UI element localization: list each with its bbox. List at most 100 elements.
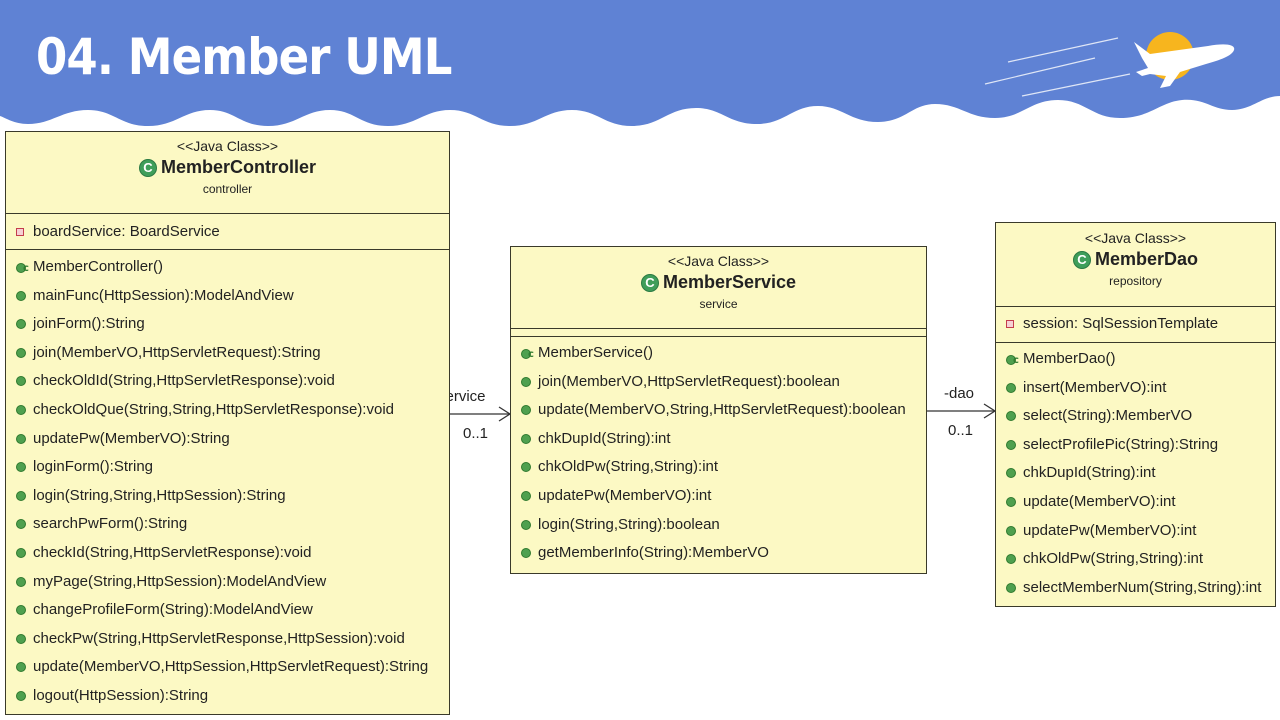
method-row: checkOldQue(String,String,HttpServletRes…	[6, 396, 449, 425]
class-name: MemberService	[662, 272, 797, 292]
method-row: loginForm():String	[6, 453, 449, 482]
method-dot-icon	[16, 576, 26, 587]
method-row: login(String,String,HttpSession):String	[6, 482, 449, 511]
class-name: MemberController	[160, 157, 317, 177]
method-dot-icon	[521, 490, 531, 501]
method-row: selectMemberNum(String,String):int	[996, 574, 1275, 603]
attribute-compartment: boardService: BoardService	[6, 214, 449, 250]
method-row: mainFunc(HttpSession):ModelAndView	[6, 282, 449, 311]
stereotype-label: <<Java Class>>	[176, 138, 279, 154]
class-box-membercontroller[interactable]: <<Java Class>> C MemberController contro…	[5, 131, 450, 715]
method-row: update(MemberVO,HttpSession,HttpServletR…	[6, 653, 449, 682]
method-dot-icon	[16, 462, 26, 473]
method-row: updatePw(MemberVO):String	[6, 425, 449, 454]
airplane-icon	[984, 32, 1235, 97]
attribute-compartment	[511, 329, 926, 337]
method-dot-icon	[1006, 582, 1016, 593]
method-dot-icon	[1006, 496, 1016, 507]
method-dot-icon	[16, 662, 26, 673]
method-row: selectProfilePic(String):String	[996, 431, 1275, 460]
method-dot-icon	[1006, 554, 1016, 565]
stereotype-label: <<Java Class>>	[667, 253, 770, 269]
constructor-icon: c	[1006, 353, 1019, 366]
method-dot-icon	[16, 347, 26, 358]
constructor-icon: c	[16, 261, 29, 274]
method-row: updatePw(MemberVO):int	[511, 482, 926, 511]
method-dot-icon	[16, 547, 26, 558]
method-row: searchPwForm():String	[6, 510, 449, 539]
class-header: <<Java Class>> C MemberDao repository	[996, 223, 1275, 307]
association-multiplicity-service: 0..1	[463, 425, 489, 442]
private-field-icon	[1006, 320, 1014, 328]
method-row: insert(MemberVO):int	[996, 374, 1275, 403]
method-dot-icon	[16, 690, 26, 701]
method-dot-icon	[16, 376, 26, 387]
class-c-icon: C	[1072, 250, 1091, 269]
method-row: checkPw(String,HttpServletResponse,HttpS…	[6, 625, 449, 654]
header-banner	[0, 0, 1280, 126]
association-role-dao: -dao	[944, 385, 975, 402]
package-label: repository	[1109, 274, 1162, 288]
method-dot-icon	[1006, 525, 1016, 536]
method-dot-icon	[1006, 468, 1016, 479]
method-dot-icon	[16, 290, 26, 301]
method-dot-icon	[521, 376, 531, 387]
association-multiplicity-dao: 0..1	[948, 422, 974, 439]
method-row: chkDupId(String):int	[511, 425, 926, 454]
association-dao-arrow	[926, 403, 997, 419]
method-dot-icon	[1006, 411, 1016, 422]
method-dot-icon	[1006, 382, 1016, 393]
method-row: join(MemberVO,HttpServletRequest):boolea…	[511, 368, 926, 397]
method-row: joinForm():String	[6, 310, 449, 339]
method-row: myPage(String,HttpSession):ModelAndView	[6, 568, 449, 597]
association-service-arrow	[449, 406, 512, 422]
attribute-row: boardService: BoardService	[6, 218, 449, 247]
method-row: logout(HttpSession):String	[6, 682, 449, 711]
method-dot-icon	[16, 319, 26, 330]
method-dot-icon	[521, 405, 531, 416]
method-dot-icon	[1006, 439, 1016, 450]
class-header: <<Java Class>> C MemberController contro…	[6, 132, 449, 214]
private-field-icon	[16, 228, 24, 236]
method-dot-icon	[16, 490, 26, 501]
class-c-icon: C	[640, 273, 659, 292]
class-header: <<Java Class>> C MemberService service	[511, 247, 926, 329]
package-label: service	[699, 297, 738, 311]
method-row: checkOldId(String,HttpServletResponse):v…	[6, 367, 449, 396]
method-row: changeProfileForm(String):ModelAndView	[6, 596, 449, 625]
class-box-memberdao[interactable]: <<Java Class>> C MemberDao repository se…	[995, 222, 1276, 607]
method-row: chkDupId(String):int	[996, 459, 1275, 488]
method-row: chkOldPw(String,String):int	[511, 453, 926, 482]
method-row: login(String,String):boolean	[511, 511, 926, 540]
method-dot-icon	[521, 548, 531, 559]
method-dot-icon	[16, 433, 26, 444]
attribute-row: session: SqlSessionTemplate	[996, 310, 1275, 339]
method-dot-icon	[521, 433, 531, 444]
method-dot-icon	[521, 462, 531, 473]
method-dot-icon	[16, 519, 26, 530]
method-dot-icon	[16, 633, 26, 644]
method-dot-icon	[16, 404, 26, 415]
class-name: MemberDao	[1094, 249, 1199, 269]
slide-title: 04. Member UML	[36, 28, 452, 86]
method-row: update(MemberVO,String,HttpServletReques…	[511, 396, 926, 425]
class-c-icon: C	[138, 158, 157, 177]
method-row: select(String):MemberVO	[996, 402, 1275, 431]
class-box-memberservice[interactable]: <<Java Class>> C MemberService service c…	[510, 246, 927, 574]
method-row: update(MemberVO):int	[996, 488, 1275, 517]
method-dot-icon	[521, 519, 531, 530]
method-row: updatePw(MemberVO):int	[996, 517, 1275, 546]
package-label: controller	[202, 182, 253, 196]
method-row: chkOldPw(String,String):int	[996, 545, 1275, 574]
constructor-icon: c	[521, 347, 534, 360]
stereotype-label: <<Java Class>>	[1084, 230, 1187, 246]
attribute-compartment: session: SqlSessionTemplate	[996, 307, 1275, 343]
method-row: join(MemberVO,HttpServletRequest):String	[6, 339, 449, 368]
method-row: checkId(String,HttpServletResponse):void	[6, 539, 449, 568]
